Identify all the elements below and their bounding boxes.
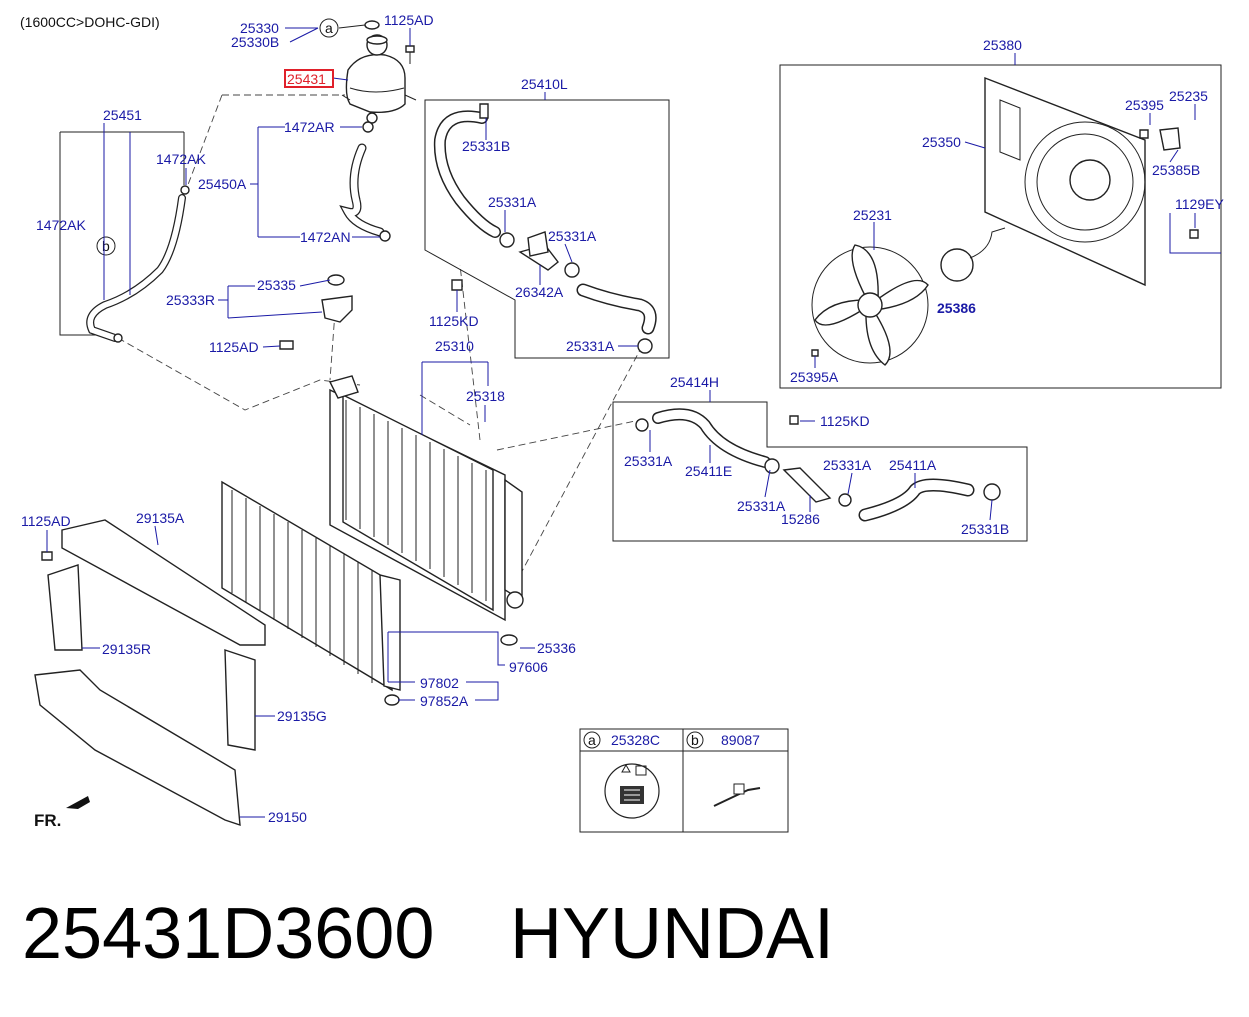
label-25331A-c[interactable]: 25331A (566, 338, 615, 354)
label-1472AN[interactable]: 1472AN (300, 229, 351, 245)
highlight-box (284, 69, 334, 88)
label-15286[interactable]: 15286 (781, 511, 820, 527)
bolt-1125AD-top (405, 45, 415, 64)
label-25331B-b[interactable]: 25331B (961, 521, 1009, 537)
label-25411A[interactable]: 25411A (889, 457, 937, 473)
label-25310[interactable]: 25310 (435, 338, 474, 354)
label-1472AK-b[interactable]: 1472AK (36, 217, 86, 233)
label-1125AD-mid[interactable]: 1125AD (209, 339, 259, 355)
legend-letter-b: b (691, 732, 699, 748)
svg-text:b: b (102, 238, 110, 254)
label-25410L[interactable]: 25410L (521, 76, 568, 92)
label-1472AK-a[interactable]: 1472AK (156, 151, 206, 167)
label-25411E[interactable]: 25411E (685, 463, 732, 479)
air-guards[interactable] (34, 519, 266, 827)
cooling-fan[interactable] (811, 227, 1006, 366)
label-25431[interactable]: 25431 (287, 71, 326, 87)
label-25235[interactable]: 25235 (1169, 88, 1208, 104)
front-marker: FR. (34, 796, 90, 830)
part-number: 25431D3600 (22, 894, 434, 974)
label-25386[interactable]: 25386 (937, 300, 976, 316)
label-25451[interactable]: 25451 (103, 107, 142, 123)
label-29135A[interactable]: 29135A (136, 510, 185, 526)
label-26342A[interactable]: 26342A (515, 284, 564, 300)
arrow-icon (66, 796, 90, 809)
label-25385B[interactable]: 25385B (1152, 162, 1200, 178)
callout-a-top: a (319, 18, 380, 38)
label-1125AD-top[interactable]: 1125AD (384, 12, 434, 28)
label-97606[interactable]: 97606 (509, 659, 548, 675)
engine-spec-text: (1600CC>DOHC-GDI) (20, 14, 160, 30)
legend-table: a 25328C b 89087 (579, 728, 789, 833)
legend-letter-a: a (588, 732, 596, 748)
bracket-25333R[interactable] (279, 274, 353, 350)
label-1125KD-a[interactable]: 1125KD (429, 313, 479, 329)
label-25331A-a[interactable]: 25331A (488, 194, 537, 210)
lower-hoses[interactable] (635, 408, 1001, 522)
svg-text:a: a (325, 20, 333, 36)
overflow-hose[interactable]: b (86, 185, 190, 343)
label-25450A[interactable]: 25450A (198, 176, 247, 192)
label-25336[interactable]: 25336 (537, 640, 576, 656)
label-25380[interactable]: 25380 (983, 37, 1022, 53)
label-29135G[interactable]: 29135G (277, 708, 327, 724)
label-25331A-e[interactable]: 25331A (823, 457, 872, 473)
brand-name: HYUNDAI (510, 894, 834, 974)
label-25331A-b[interactable]: 25331A (548, 228, 597, 244)
legend-part-a[interactable]: 25328C (611, 732, 660, 748)
part-labels: 25330 25330B 1125AD 25410L 25331B 25331A… (21, 12, 1224, 825)
label-1125KD-b[interactable]: 1125KD (820, 413, 870, 429)
label-25395A[interactable]: 25395A (790, 369, 839, 385)
label-25331A-d[interactable]: 25331A (624, 453, 673, 469)
front-marker-text: FR. (34, 811, 61, 830)
label-25333R[interactable]: 25333R (166, 292, 215, 308)
label-25318[interactable]: 25318 (466, 388, 505, 404)
label-1472AR[interactable]: 1472AR (284, 119, 335, 135)
label-25330B[interactable]: 25330B (231, 34, 279, 50)
label-25331B-a[interactable]: 25331B (462, 138, 510, 154)
fan-shroud[interactable] (984, 76, 1199, 287)
label-97802[interactable]: 97802 (420, 675, 459, 691)
label-25350[interactable]: 25350 (922, 134, 961, 150)
label-25395[interactable]: 25395 (1125, 97, 1164, 113)
label-25330[interactable]: 25330 (240, 20, 279, 36)
label-1125AD-left[interactable]: 1125AD (21, 513, 71, 529)
label-97852A[interactable]: 97852A (420, 693, 469, 709)
label-25231[interactable]: 25231 (853, 207, 892, 223)
label-25414H[interactable]: 25414H (670, 374, 719, 390)
legend-part-b[interactable]: 89087 (721, 732, 760, 748)
label-29135R[interactable]: 29135R (102, 641, 151, 657)
label-25331A-f[interactable]: 25331A (737, 498, 786, 514)
upper-hose[interactable] (433, 103, 657, 354)
label-1129EY[interactable]: 1129EY (1175, 196, 1224, 212)
label-29150[interactable]: 29150 (268, 809, 307, 825)
reservoir-hose[interactable] (339, 121, 391, 242)
label-25335[interactable]: 25335 (257, 277, 296, 293)
reservoir-tank[interactable] (341, 34, 417, 124)
leader-lines (46, 27, 1221, 818)
clip-icon (713, 787, 761, 807)
radiator[interactable] (328, 375, 524, 622)
group-boxes (59, 64, 1222, 542)
